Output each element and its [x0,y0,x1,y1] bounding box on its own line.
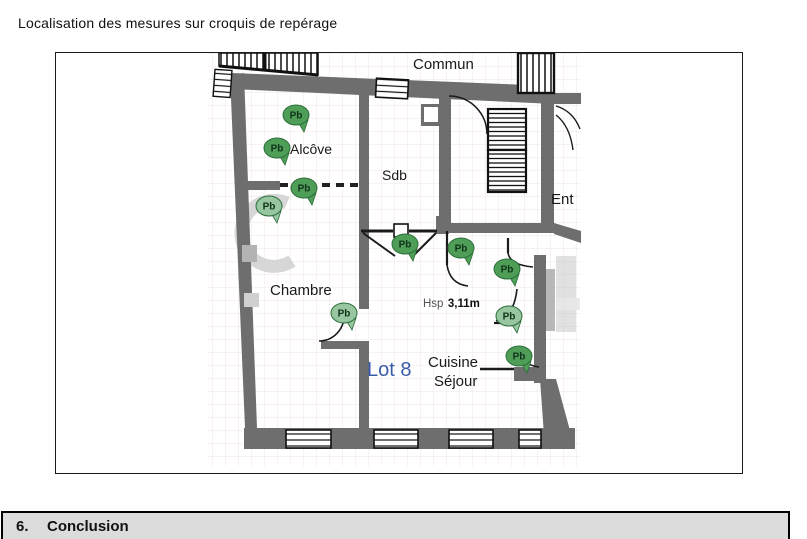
figure-caption: Localisation des mesures sur croquis de … [18,15,338,31]
pb-marker: Pb [255,195,283,224]
windows [212,68,542,449]
section-header-conclusion: 6. Conclusion [1,511,790,539]
door-leaf [546,269,555,331]
room-label-chambre: Chambre [270,282,332,299]
room-label-cuisine: Cuisine [428,354,478,371]
svg-text:Pb: Pb [271,144,284,155]
pb-marker: Pb [263,137,291,166]
room-label-sejour: Séjour [434,373,477,390]
ceiling-height-note: Hsp 3,11m [423,294,480,311]
svg-text:Pb: Pb [263,202,276,213]
lot-label: Lot 8 [367,359,411,381]
stairs-top-left-icon [218,53,319,77]
pb-marker: Pb [447,237,475,266]
svg-text:Pb: Pb [501,265,514,276]
floor-plan-frame: Commun Alcôve Sdb Ent Chambre Lot 8 Cuis… [55,52,743,474]
room-label-entree: Ent [551,191,574,208]
pb-marker: Pb [330,302,358,331]
section-number: 6. [16,517,29,535]
room-label-sdb: Sdb [382,167,407,183]
svg-text:Pb: Pb [338,309,351,320]
svg-text:Pb: Pb [298,184,311,195]
stairs-top-right-icon [516,53,556,95]
pb-marker: Pb [505,345,533,374]
svg-text:Pb: Pb [503,312,516,323]
pb-marker: Pb [282,104,310,133]
pb-marker: Pb [493,258,521,287]
stairs-interior-icon [486,107,528,194]
pb-marker: Pb [391,233,419,262]
floor-plan: Commun Alcôve Sdb Ent Chambre Lot 8 Cuis… [208,53,581,466]
svg-text:Pb: Pb [513,352,526,363]
svg-text:Pb: Pb [455,244,468,255]
pb-marker: Pb [495,305,523,334]
section-title: Conclusion [47,517,129,535]
room-label-alcove: Alcôve [290,141,332,157]
pb-marker: Pb [290,177,318,206]
room-label-commun: Commun [413,56,474,73]
svg-text:Pb: Pb [399,240,412,251]
svg-text:Pb: Pb [290,111,303,122]
